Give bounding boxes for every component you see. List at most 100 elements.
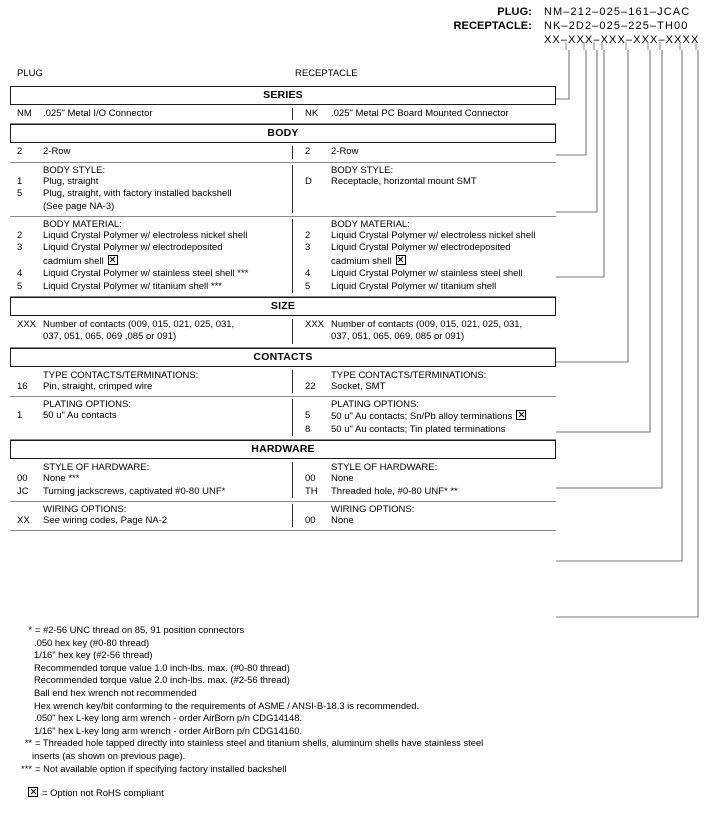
footnote-text: Recommended torque value 2.0 inch-lbs. m… bbox=[34, 674, 290, 686]
option-category-label: BODY MATERIAL: bbox=[43, 219, 122, 231]
rohs-legend: = Option not RoHS compliant bbox=[8, 787, 608, 800]
footnote-text: .050" hex L-key long arm wrench - order … bbox=[34, 712, 303, 724]
option-code: NM bbox=[17, 108, 32, 119]
receptacle-column-header: RECEPTACLE bbox=[295, 68, 358, 79]
option-text: Liquid Crystal Polymer w/ electroless ni… bbox=[43, 230, 248, 242]
footnote-lines: *= #2-56 UNC thread on 85, 91 position c… bbox=[8, 624, 608, 775]
option-code: 8 bbox=[305, 423, 311, 435]
option-code: 3 bbox=[305, 242, 311, 254]
footnote-text: = #2-56 UNC thread on 85, 91 position co… bbox=[35, 624, 245, 635]
option-code: XXX bbox=[17, 319, 37, 331]
receptacle-legend-label: RECEPTACLE: bbox=[453, 20, 532, 32]
option-category-label: TYPE CONTACTS/TERMINATIONS: bbox=[331, 369, 487, 381]
footnote-line: .050 hex key (#0-80 thread) bbox=[8, 637, 608, 650]
rail-body-style bbox=[556, 50, 598, 213]
option-code: XXX bbox=[305, 319, 325, 331]
option-text: Liquid Crystal Polymer w/ electroless ni… bbox=[331, 230, 536, 242]
option-text-continued: 037, 051, 065, 069, 085 or 091) bbox=[331, 331, 465, 343]
plug-legend-label: PLUG: bbox=[497, 6, 532, 18]
option-code: 2 bbox=[305, 230, 311, 242]
option-code: 5 bbox=[305, 280, 311, 292]
option-category-label: STYLE OF HARDWARE: bbox=[331, 462, 438, 474]
option-code: 22 bbox=[305, 380, 316, 392]
rail-size bbox=[556, 50, 629, 363]
option-text: Pin, straight, crimped wire bbox=[43, 380, 153, 392]
option-text: Turning jackscrews, captivated #0-80 UNF… bbox=[43, 485, 226, 497]
footnote-text: = Not available option if specifying fac… bbox=[35, 762, 287, 774]
option-code: 5 bbox=[305, 410, 311, 422]
option-text: 2-Row bbox=[43, 146, 71, 158]
section: SERIES NM .025" Metal I/O Connector NK.025"… bbox=[10, 86, 556, 125]
rail-wiring bbox=[556, 50, 699, 618]
option-code: XX bbox=[17, 514, 30, 526]
rohs-not-compliant-icon bbox=[28, 787, 38, 798]
part-number-legend: PLUG: NM–212–025–161–JCAC RECEPTACLE: NK… bbox=[430, 6, 717, 48]
option-code: 4 bbox=[17, 268, 23, 280]
option-row: 2 2-Row bbox=[17, 146, 292, 158]
footnote-text: Ball end hex wrench not recommended bbox=[34, 686, 197, 698]
option-text: 50 u" Au contacts bbox=[43, 410, 117, 422]
footnote-line: inserts (as shown on previous page). bbox=[8, 750, 608, 763]
option-row: 5 50 u" Au contacts; Sn/Pb alloy terminat… bbox=[305, 410, 556, 423]
footnote-line: 1/16" hex L-key long arm wrench - order … bbox=[8, 725, 608, 738]
option-code: 00 bbox=[305, 473, 316, 485]
part-number-row-plug: PLUG: NM–212–025–161–JCAC bbox=[430, 6, 717, 20]
option-code: 1 bbox=[17, 410, 23, 422]
rohs-not-compliant-icon bbox=[107, 254, 118, 265]
option-code: D bbox=[305, 175, 312, 187]
footnote-line: 1/16" hex key (#2-56 thread) bbox=[8, 649, 608, 662]
option-code: 4 bbox=[305, 268, 311, 280]
receptacle-cell: NK.025" Metal PC Board Mounted Connector bbox=[292, 108, 556, 121]
option-text: .025" Metal PC Board Mounted Connector bbox=[331, 108, 509, 119]
option-text: Plug, straight bbox=[43, 175, 99, 187]
section-title-bar: CONTACTS bbox=[10, 347, 556, 367]
plug-legend-value: NM–212–025–161–JCAC bbox=[544, 6, 691, 18]
option-category-label: BODY STYLE: bbox=[43, 164, 106, 176]
rohs-not-compliant-icon bbox=[395, 254, 406, 265]
option-text-continued: cadmium shell bbox=[331, 254, 556, 268]
footnote-line: *= #2-56 UNC thread on 85, 91 position c… bbox=[8, 624, 608, 637]
footnote-line: Recommended torque value 1.0 inch-lbs. m… bbox=[8, 662, 608, 675]
option-row: NK.025" Metal PC Board Mounted Connector bbox=[305, 108, 556, 120]
option-code: 2 bbox=[17, 146, 23, 158]
option-text: .025" Metal I/O Connector bbox=[43, 108, 153, 119]
footnote-text: = Threaded hole tapped directly into sta… bbox=[35, 737, 484, 749]
rail-series bbox=[556, 50, 570, 100]
footnote-marker: ** bbox=[24, 737, 32, 749]
option-code: 5 bbox=[17, 280, 23, 292]
option-row: 1 50 u" Au contacts bbox=[17, 410, 292, 422]
receptacle-legend-value: NK–2D2–025–225–TH00 bbox=[544, 20, 689, 32]
option-text: Socket, SMT bbox=[331, 380, 386, 392]
option-group-row: BODY MATERIAL: 2 Liquid Crystal Polymer w/… bbox=[10, 217, 556, 296]
option-text: 50 u" Au contacts; Sn/Pb alloy terminati… bbox=[331, 411, 513, 423]
plug-cell: NM .025" Metal I/O Connector bbox=[10, 108, 292, 120]
option-text: 2-Row bbox=[331, 146, 359, 158]
rail-body-material bbox=[556, 50, 605, 278]
section-title-bar: SERIES bbox=[10, 86, 556, 105]
rail-hardware-style bbox=[556, 50, 683, 562]
